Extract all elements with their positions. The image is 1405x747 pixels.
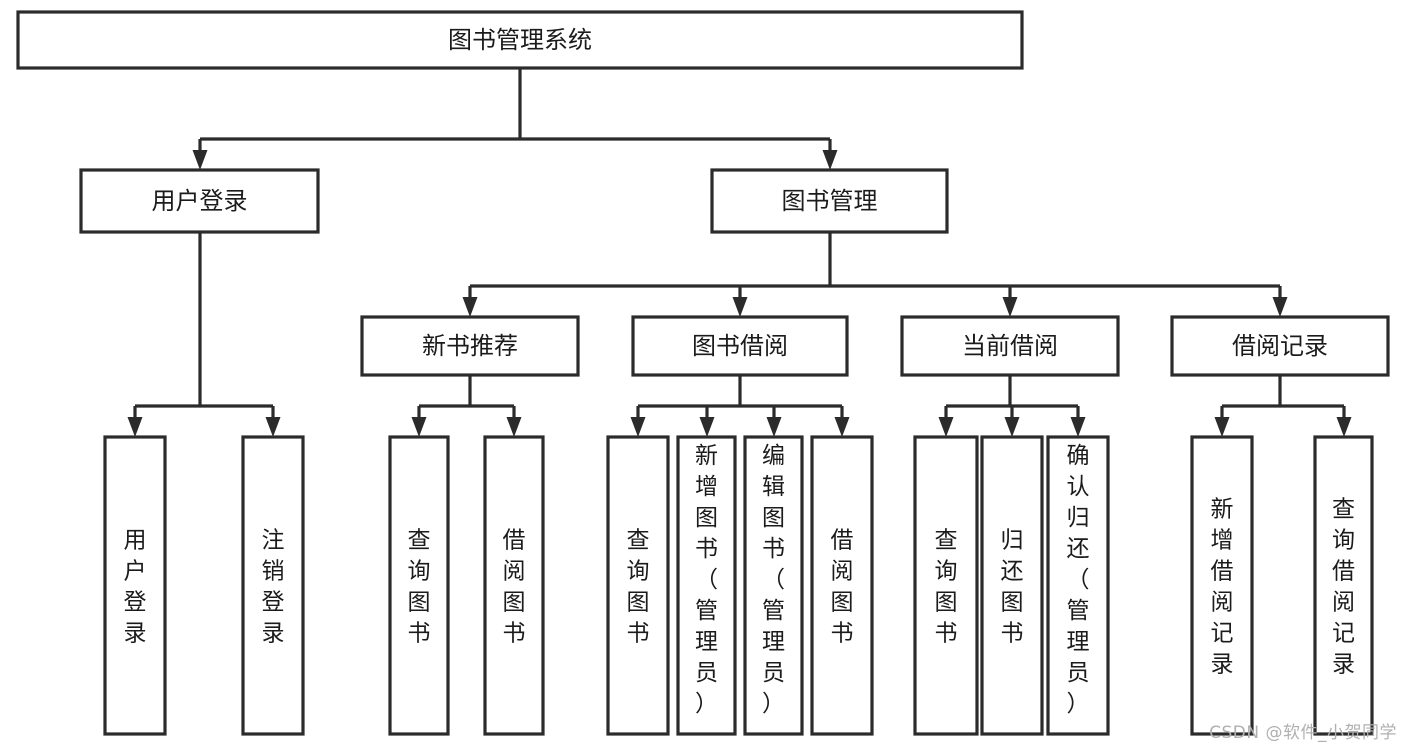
node-label: 查询图书 (935, 528, 958, 647)
arrowhead-icon (1214, 417, 1230, 437)
node-box (900, 315, 1120, 377)
node-new-book-recommend[interactable]: 新书推荐 (360, 315, 580, 377)
node-leaf-return-book[interactable]: 归还图书 (980, 435, 1044, 736)
node-box (710, 168, 949, 234)
node-label: 图书借阅 (692, 332, 788, 360)
node-box (483, 435, 545, 736)
arrowhead-icon (699, 417, 715, 437)
node-book-borrow[interactable]: 图书借阅 (631, 315, 849, 377)
arrowhead-icon (506, 417, 522, 437)
node-label: 新书推荐 (422, 332, 518, 360)
node-box (980, 435, 1044, 736)
node-label: 编辑图书（管理员） (762, 443, 785, 717)
node-leaf-query-book-bor[interactable]: 查询图书 (606, 435, 670, 736)
arrowhead-icon (1004, 417, 1020, 437)
node-label: 确认归还（管理员） (1067, 443, 1090, 717)
arrowhead-icon (265, 417, 281, 437)
arrowhead-icon (1272, 297, 1288, 317)
node-leaf-add-book[interactable]: 新增图书（管理员） (676, 435, 737, 736)
node-label: 图书管理系统 (448, 26, 592, 54)
arrowhead-icon (462, 297, 478, 317)
node-leaf-query-book-rec[interactable]: 查询图书 (388, 435, 450, 736)
node-label: 图书管理 (782, 187, 878, 215)
node-borrow-record[interactable]: 借阅记录 (1170, 315, 1390, 377)
node-box (810, 435, 874, 736)
node-label: 新增图书（管理员） (695, 443, 718, 717)
node-label: 当前借阅 (962, 332, 1058, 360)
node-label: 借阅图书 (831, 528, 854, 647)
arrowhead-icon (1070, 417, 1086, 437)
node-label: 查询图书 (408, 528, 431, 647)
node-box (1190, 435, 1254, 736)
node-user-login[interactable]: 用户登录 (79, 168, 320, 234)
node-label: 归还图书 (1001, 528, 1024, 647)
node-leaf-edit-book[interactable]: 编辑图书（管理员） (743, 435, 804, 736)
arrowhead-icon (766, 417, 782, 437)
node-leaf-query-record[interactable]: 查询借阅记录 (1313, 435, 1374, 736)
node-box (16, 10, 1024, 70)
arrowhead-icon (834, 417, 850, 437)
node-box (360, 315, 580, 377)
arrowhead-icon (822, 150, 838, 170)
node-box (631, 315, 849, 377)
node-box (913, 435, 979, 736)
arrowhead-icon (192, 150, 208, 170)
node-box (79, 168, 320, 234)
arrowhead-icon (732, 297, 748, 317)
arrowhead-icon (1336, 417, 1352, 437)
node-box (606, 435, 670, 736)
node-label: 用户登录 (124, 528, 147, 647)
node-box (388, 435, 450, 736)
node-layer: 图书管理系统用户登录图书管理新书推荐图书借阅当前借阅借阅记录用户登录注销登录查询… (16, 10, 1390, 736)
node-leaf-confirm-return[interactable]: 确认归还（管理员） (1046, 435, 1110, 736)
arrowhead-icon (411, 417, 427, 437)
arrowhead-icon (1002, 297, 1018, 317)
node-box (241, 435, 305, 736)
node-root-root[interactable]: 图书管理系统 (16, 10, 1024, 70)
node-box (1046, 435, 1110, 736)
node-box (1170, 315, 1390, 377)
node-book-manage[interactable]: 图书管理 (710, 168, 949, 234)
arrowhead-icon (127, 417, 143, 437)
node-leaf-user-logout[interactable]: 注销登录 (241, 435, 305, 736)
node-box (676, 435, 737, 736)
node-box (1313, 435, 1374, 736)
connector-layer (127, 68, 1352, 437)
node-leaf-user-login[interactable]: 用户登录 (103, 435, 167, 736)
node-label: 查询借阅记录 (1332, 497, 1355, 678)
node-box (743, 435, 804, 736)
node-label: 借阅记录 (1232, 332, 1328, 360)
node-leaf-query-book-cur[interactable]: 查询图书 (913, 435, 979, 736)
node-label: 注销登录 (262, 528, 285, 647)
arrowhead-icon (938, 417, 954, 437)
node-leaf-borrow-book-rec[interactable]: 借阅图书 (483, 435, 545, 736)
node-label: 新增借阅记录 (1211, 497, 1234, 678)
node-current-borrow[interactable]: 当前借阅 (900, 315, 1120, 377)
node-label: 查询图书 (627, 528, 650, 647)
arrowhead-icon (630, 417, 646, 437)
node-leaf-borrow-book-bor[interactable]: 借阅图书 (810, 435, 874, 736)
node-label: 用户登录 (152, 187, 248, 215)
node-leaf-add-record[interactable]: 新增借阅记录 (1190, 435, 1254, 736)
node-box (103, 435, 167, 736)
node-label: 借阅图书 (503, 528, 526, 647)
